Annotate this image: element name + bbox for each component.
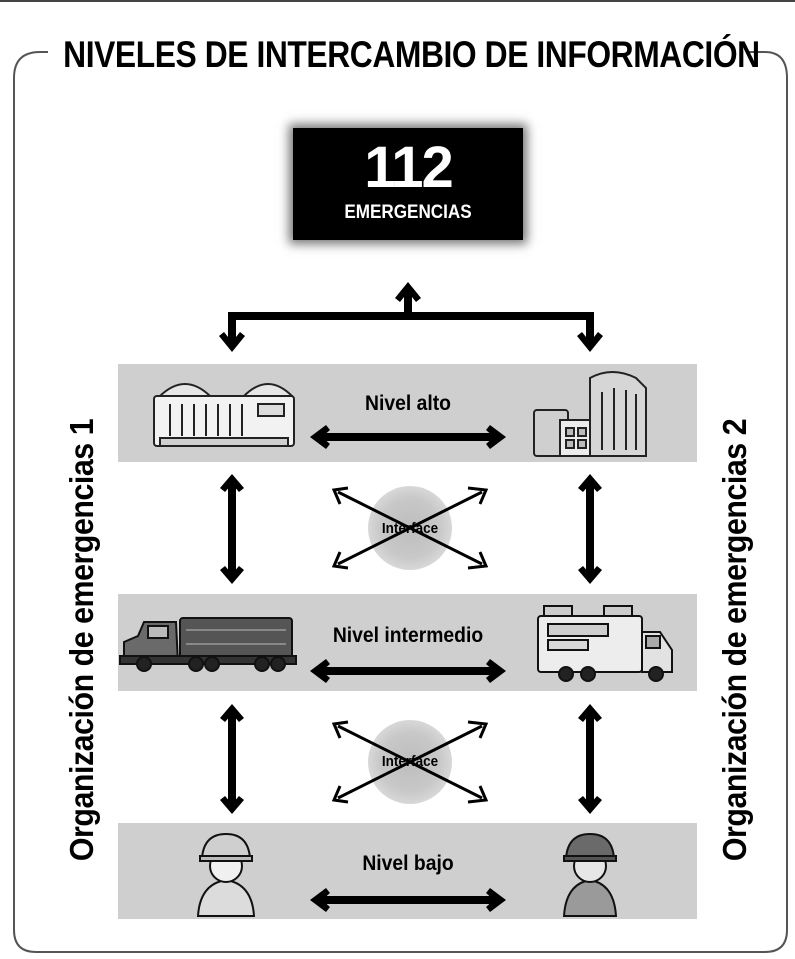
level-label-mid: Nivel intermedio xyxy=(332,624,484,647)
vertical-arrow-left-lower xyxy=(220,704,244,814)
vertical-arrow-right-lower xyxy=(578,704,602,814)
level-label-low: Nivel bajo xyxy=(362,852,454,875)
firefighter-icon xyxy=(562,832,618,917)
page-title: NIVELES DE INTERCAMBIO DE INFORMACIÓN xyxy=(58,34,760,76)
level-label-high: Nivel alto xyxy=(365,392,451,415)
horizontal-arrow-mid xyxy=(310,659,506,683)
emergency-center-box: 112 EMERGENCIAS xyxy=(293,128,523,240)
interface-cross-arrows-upper xyxy=(331,486,489,570)
government-building-icon xyxy=(153,383,295,447)
center-label: EMERGENCIAS xyxy=(344,202,472,223)
top-rule xyxy=(0,0,795,2)
vertical-arrow-left-upper xyxy=(220,474,244,584)
emergency-vehicle-icon xyxy=(537,605,673,682)
horizontal-arrow-high xyxy=(310,425,506,449)
center-number: 112 xyxy=(364,135,454,200)
firefighter-icon xyxy=(196,832,256,917)
horizontal-arrow-low xyxy=(310,888,506,912)
interface-label-upper: Interface xyxy=(381,520,439,537)
semi-truck-icon xyxy=(119,617,297,672)
office-tower-icon xyxy=(533,371,647,457)
vertical-arrow-right-upper xyxy=(578,474,602,584)
organization-label-right: Organización de emergencias 2 xyxy=(716,418,753,862)
interface-cross-arrows-lower xyxy=(331,720,489,804)
organization-label-left: Organización de emergencias 1 xyxy=(63,418,100,862)
interface-label-lower: Interface xyxy=(381,753,439,770)
center-connector-arrows xyxy=(219,282,603,352)
